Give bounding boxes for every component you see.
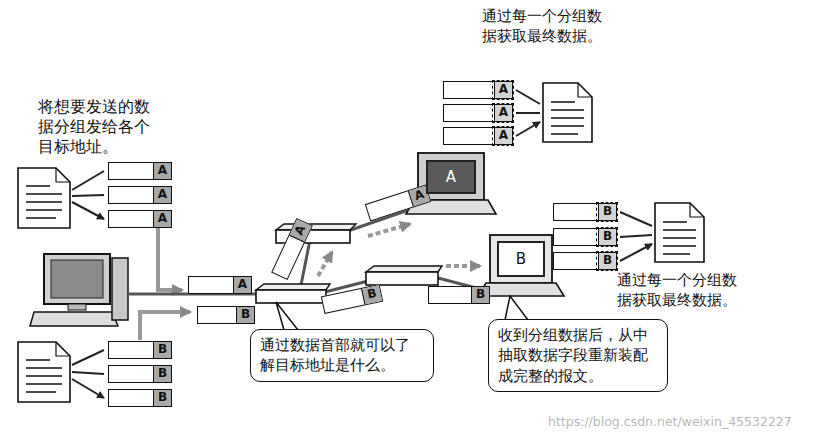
document-fold (56, 168, 70, 182)
data-packet: A (188, 276, 252, 294)
split-arrow (72, 171, 104, 219)
packet-header: A (494, 128, 512, 144)
document-lines (551, 102, 584, 134)
callout-box: 通过数据首部就可以了解目标地址是什么。 (250, 329, 434, 382)
packet-header: B (361, 285, 382, 304)
packet-header: B (598, 229, 616, 245)
packet-header: B (153, 390, 171, 406)
screen-letter: A (446, 168, 456, 186)
split-arrow (72, 350, 104, 398)
flow-arrow (368, 224, 410, 236)
note-text: 通过每一个分组数据获取最终数据。 (482, 7, 610, 46)
monitor (44, 254, 110, 304)
watermark: https://blog.csdn.net/weixin_45532227 (548, 414, 815, 430)
packet-header: A (153, 163, 171, 179)
document-lines (26, 186, 62, 218)
laptop-lid (490, 235, 552, 283)
document-icon (18, 168, 70, 228)
packet-header: B (471, 287, 489, 303)
document-icon (655, 203, 704, 262)
computer-tower (112, 258, 128, 320)
feed-arrow (158, 228, 182, 290)
packet-header: A (494, 105, 512, 121)
document-lines (663, 222, 696, 254)
data-packet: B (553, 203, 617, 221)
monitor-screen (51, 260, 103, 298)
data-packet: A (108, 162, 172, 180)
callout-box: 收到分组数据后，从中抽取数据字段重新装配成完整的报文。 (488, 319, 668, 392)
packet-header: B (598, 253, 616, 269)
data-packet: B (197, 306, 255, 324)
packet-header: B (153, 366, 171, 382)
document-fold (690, 203, 704, 217)
packet-header: A (153, 211, 171, 227)
flow-arrow (318, 252, 332, 276)
data-packet: A (108, 210, 172, 228)
data-packet: B (553, 228, 617, 246)
note-text: 通过每一个分组数据获取最终数据。 (617, 271, 745, 310)
data-packet: A (108, 186, 172, 204)
data-packet: A (365, 185, 431, 222)
data-packet: B (553, 252, 617, 270)
callout-pointer (505, 296, 528, 320)
data-packet: A (443, 127, 513, 145)
data-packet: B (428, 286, 490, 304)
document-fold (56, 342, 70, 356)
data-packet: B (108, 389, 172, 407)
packet-header: A (153, 187, 171, 203)
keyboard (30, 312, 118, 326)
document-fold (578, 83, 592, 97)
feed-arrow (140, 312, 190, 340)
data-packet: B (108, 341, 172, 359)
screen-letter: B (516, 250, 526, 268)
callout-text: 收到分组数据后，从中抽取数据字段重新装配成完整的报文。 (498, 325, 658, 386)
data-packet: A (443, 81, 513, 99)
packet-header: A (233, 277, 251, 293)
router (276, 224, 356, 230)
data-packet: A (271, 218, 313, 280)
document-icon (18, 342, 70, 402)
laptop-base (478, 283, 564, 296)
merge-arrow (516, 90, 540, 136)
merge-arrow (620, 212, 652, 261)
document-lines (26, 360, 62, 392)
data-packet: B (108, 365, 172, 383)
callout-pointer (276, 302, 298, 330)
data-packet: A (443, 104, 513, 122)
laptop-screen: B (497, 241, 545, 277)
router (366, 272, 438, 285)
packet-header: B (236, 307, 254, 323)
laptop-lid (418, 153, 484, 200)
laptop-screen: A (426, 160, 476, 194)
note-text: 将想要发送的数据分组发给各个目标地址。 (38, 97, 150, 157)
flow-arrow (446, 264, 480, 268)
packet-header: A (494, 82, 512, 98)
monitor-stand (68, 304, 86, 310)
router (256, 290, 326, 303)
packet-header: B (598, 204, 616, 220)
router (256, 284, 330, 290)
data-packet: B (321, 284, 383, 314)
router (366, 266, 442, 272)
document-icon (543, 83, 592, 142)
callout-text: 通过数据首部就可以了解目标地址是什么。 (260, 335, 424, 376)
packet-header: B (153, 342, 171, 358)
